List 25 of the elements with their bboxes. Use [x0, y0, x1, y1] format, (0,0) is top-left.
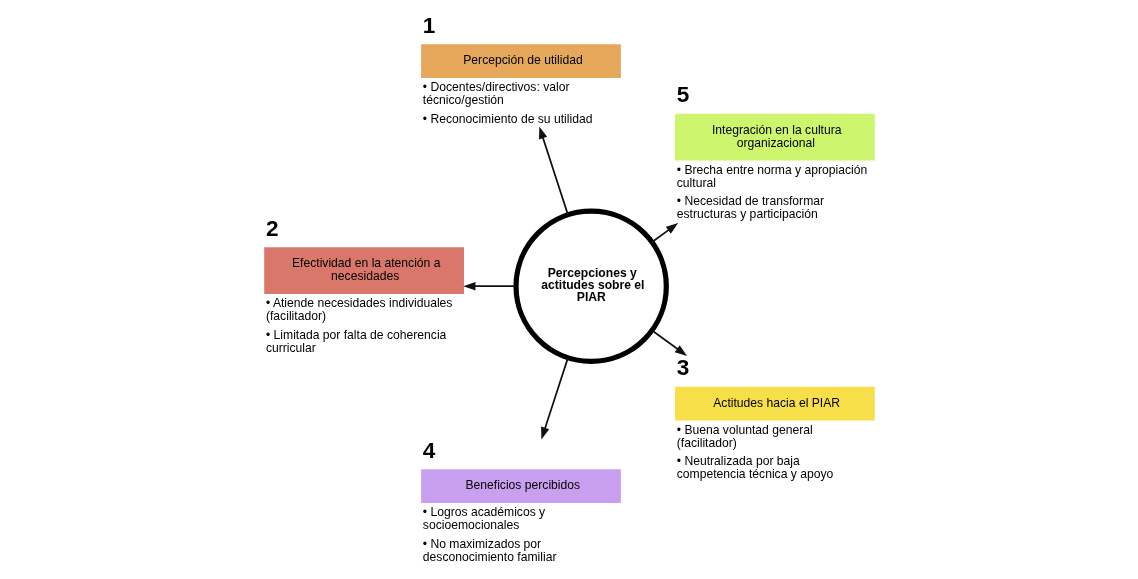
node-box: Percepción de utilidad	[420, 44, 621, 79]
node-box: Efectividad en la atención a necesidades	[263, 247, 464, 295]
node-label: 5	[676, 82, 689, 108]
arrow	[650, 223, 678, 243]
node-box: Actitudes hacia el PIAR	[674, 386, 875, 421]
node-label: • Docentes/directivos: valor técnico/gestión	[422, 80, 569, 108]
node-label: • Limitada por falta de coherencia curricular	[265, 327, 446, 355]
node-label: • Reconocimiento de su utilidad	[422, 111, 592, 126]
arrow	[462, 281, 517, 291]
node-label: • Necesidad de transformar estructuras y participación	[676, 194, 824, 222]
arrow	[540, 357, 569, 440]
node-label: • Neutralizada por baja competencia técnica y apoyo	[676, 454, 833, 482]
node-label: • Logros académicos y socioemocionales	[422, 505, 545, 533]
node-label: • No maximizados por desconocimiento familiar	[422, 536, 556, 564]
node-label: • Buena voluntad general (facilitador)	[676, 422, 813, 450]
node-label: 4	[422, 437, 435, 463]
node-label: 2	[265, 215, 279, 241]
arrow	[650, 329, 687, 356]
node-box: Integración en la cultura organizacional	[674, 113, 875, 161]
node-label: 1	[422, 12, 435, 38]
arrow	[538, 126, 569, 216]
node-box: Beneficios percibidos	[420, 469, 621, 504]
node-label: 3	[676, 355, 689, 381]
node-label: • Brecha entre norma y apropiación cultural	[676, 162, 867, 190]
node-label: • Atiende necesidades individuales (facilitador)	[265, 296, 452, 324]
